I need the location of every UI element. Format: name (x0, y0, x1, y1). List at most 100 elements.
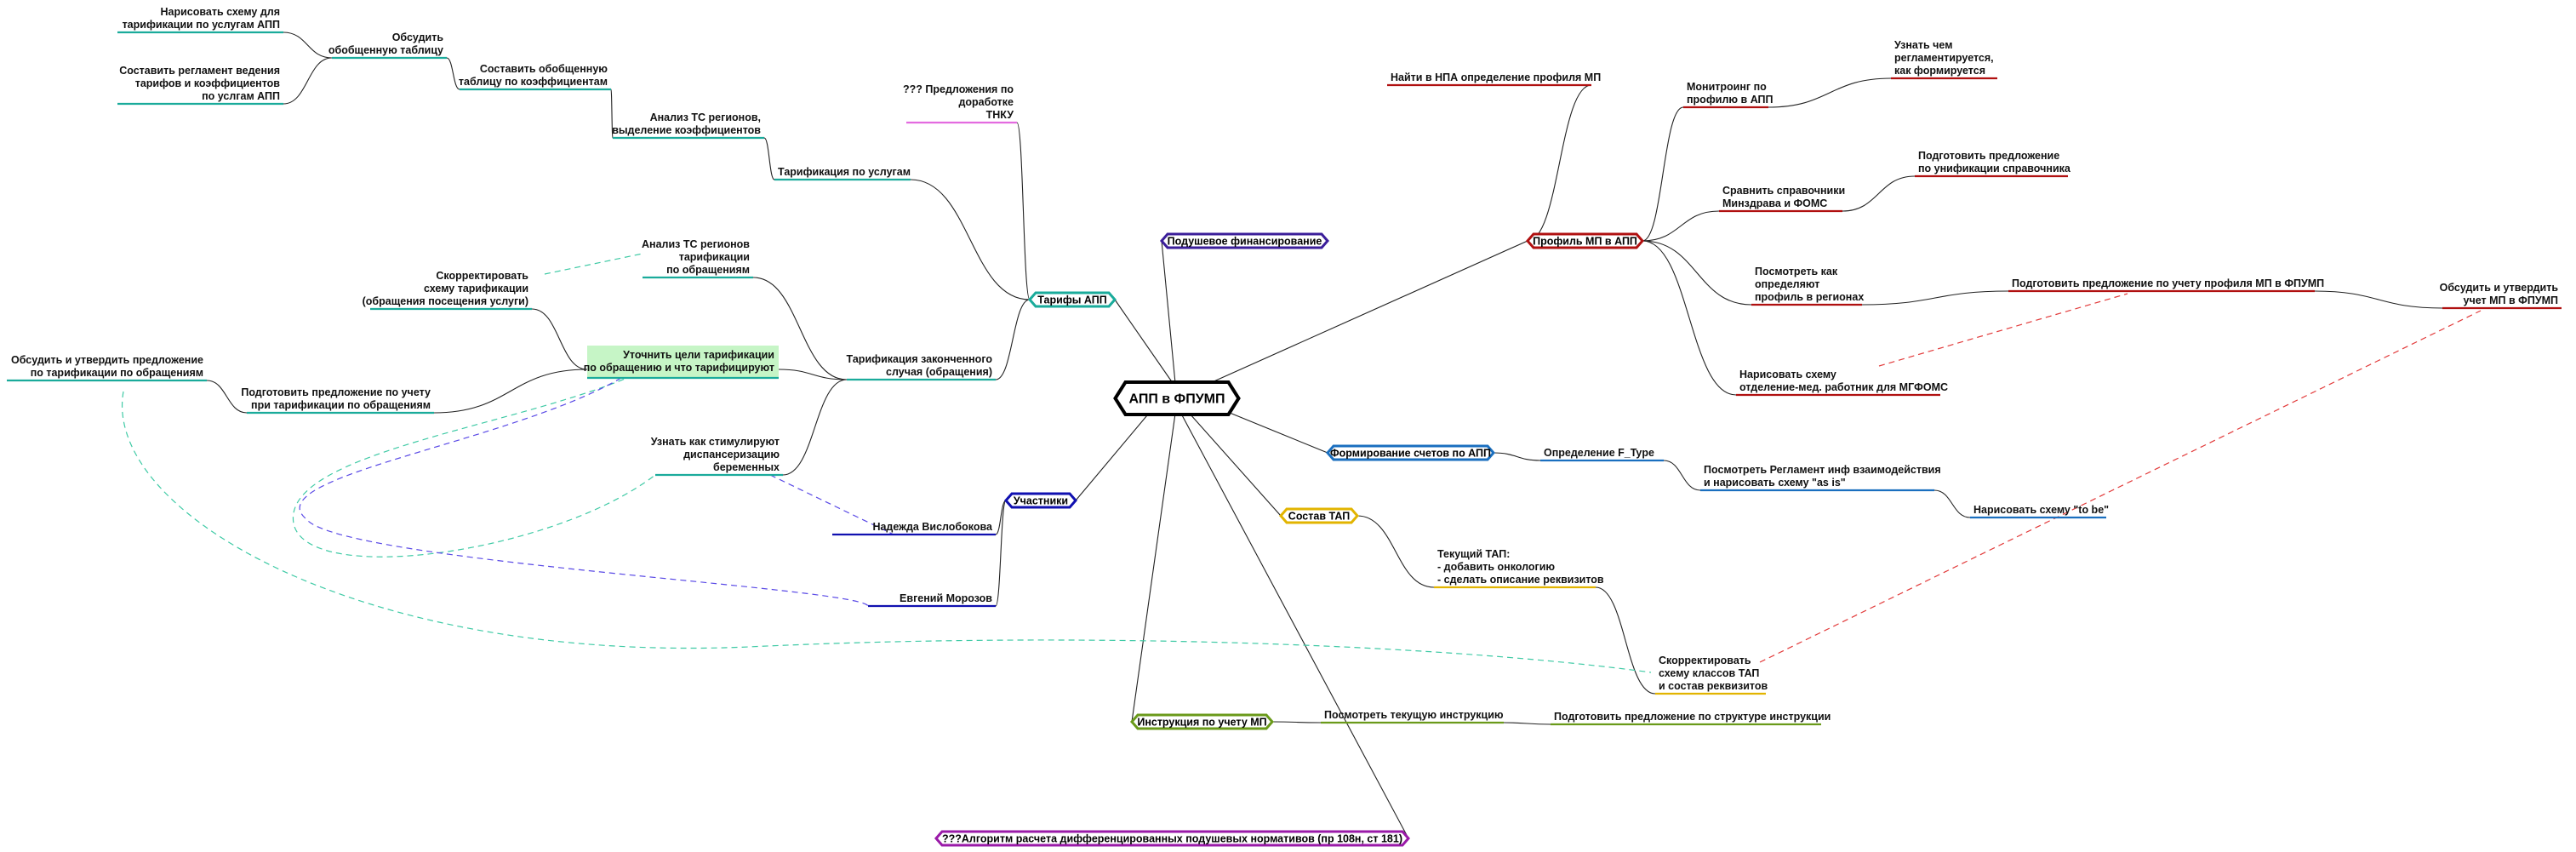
connector (1642, 106, 1684, 242)
node-label: по услгам АПП (202, 90, 280, 102)
node-label: при тарификации по обращениям (251, 399, 431, 411)
node-label: (обращения посещения услуги) (363, 295, 528, 307)
node-label: Обсудить (392, 31, 444, 43)
node-label: Скорректировать (1659, 655, 1751, 666)
root-shape (1113, 380, 1241, 416)
node-tekushiy-tap[interactable]: Текущий ТАП:- добавить онкологию- сделат… (1434, 548, 1604, 589)
connector (995, 299, 1031, 380)
node-label: - сделать описание реквизитов (1437, 574, 1604, 586)
branch-shape (1130, 713, 1274, 730)
branch-shape (1028, 291, 1117, 308)
connector (283, 31, 333, 59)
branch-label: Участники (1014, 495, 1068, 507)
connector (995, 500, 1007, 607)
node-label: Найти в НПА определение профиля МП (1391, 71, 1601, 83)
branch-label: Состав ТАП (1288, 511, 1350, 523)
node-nayti-npa[interactable]: Найти в НПА определение профиля МП (1387, 71, 1601, 87)
branch-instr[interactable]: Инструкция по учету МП (1130, 713, 1274, 730)
connector (1180, 413, 1409, 839)
node-label: Посмотреть Регламент инф взаимодействия (1704, 464, 1941, 476)
node-label: ТНКУ (986, 109, 1014, 121)
connector (1642, 240, 1752, 306)
root-node[interactable]: АПП в ФПУМП (1113, 380, 1241, 416)
connector (1663, 460, 1701, 491)
connector (1527, 84, 1592, 242)
node-label: Надежда Вислобокова (872, 521, 993, 533)
node-opredelenie-ftype[interactable]: Определение F_Type (1540, 447, 1664, 462)
node-label: Посмотреть как (1755, 266, 1838, 277)
node-label: Обсудить и утвердить (2440, 282, 2559, 294)
branch-podush[interactable]: Подушевое финансирование (1160, 232, 1329, 249)
node-label: по тарификации по обращениям (31, 367, 203, 379)
branch-tap[interactable]: Состав ТАП (1279, 507, 1359, 524)
node-label: тарификации (679, 251, 750, 263)
node-narisovat-tobe[interactable]: Нарисовать схему "to be" (1970, 504, 2109, 519)
node-label: Нарисовать схему (1739, 369, 1836, 380)
node-label: определяют (1755, 278, 1819, 290)
connector (1842, 175, 1916, 212)
node-label: Определение F_Type (1544, 447, 1654, 459)
node-label: как формируется (1894, 65, 1985, 77)
branch-label: Подушевое финансирование (1168, 236, 1322, 248)
connector (206, 380, 248, 414)
node-label: тарифов и коэффициентов (135, 77, 281, 89)
branch-algo[interactable]: ???Алгоритм расчета дифференцированных п… (934, 830, 1410, 847)
cross-link (769, 474, 894, 535)
node-label: Уточнить цели тарификации (623, 349, 774, 361)
node-posmotret-reglament[interactable]: Посмотреть Регламент инф взаимодействияи… (1700, 464, 1941, 492)
node-label: Подготовить предложение по учету (241, 386, 431, 398)
cross-link (121, 391, 1652, 673)
branch-profil[interactable]: Профиль МП в АПП (1526, 232, 1644, 249)
node-label: по обращению и что тарифицируют (584, 362, 774, 374)
node-label: Скорректировать (436, 270, 528, 282)
connector (1189, 413, 1282, 517)
node-podgot-predl-instr[interactable]: Подготовить предложение по структуре инс… (1551, 711, 1831, 726)
node-analiz-ts-koef[interactable]: Анализ ТС регионов,выделение коэффициент… (612, 112, 764, 140)
node-label: Сравнить справочники (1722, 185, 1845, 197)
node-label: диспансеризацию (683, 449, 780, 460)
node-posmotret-instr[interactable]: Посмотреть текущую инструкцию (1321, 709, 1504, 724)
connector (752, 277, 848, 380)
node-tarif-uslugi[interactable]: Тарификация по услугам (774, 166, 911, 181)
branch-shape (1160, 232, 1329, 249)
node-uznat-dispans[interactable]: Узнать как стимулируютдиспансеризациюбер… (651, 436, 783, 477)
branch-scheta[interactable]: Формирование счетов по АПП (1326, 444, 1495, 461)
cross-link (1759, 310, 2482, 663)
branch-label: Формирование счетов по АПП (1330, 448, 1491, 460)
branch-uchast[interactable]: Участники (1004, 492, 1077, 509)
branch-tarify[interactable]: Тарифы АПП (1028, 291, 1117, 308)
node-label: случая (обращения) (886, 366, 992, 378)
node-label: Нарисовать схему для (160, 6, 280, 18)
node-podgot-predl-profil[interactable]: Подготовить предложение по учету профиля… (2008, 277, 2324, 293)
node-nadezhda[interactable]: Надежда Вислобокова (832, 521, 996, 536)
node-evgeny[interactable]: Евгений Морозов (868, 592, 996, 608)
branch-label: ???Алгоритм расчета дифференцированных п… (942, 833, 1402, 845)
node-label: и состав реквизитов (1659, 680, 1768, 692)
connector (778, 369, 848, 380)
connector (910, 179, 1031, 300)
connector (1202, 240, 1528, 387)
node-label: схему классов ТАП (1659, 667, 1759, 679)
connector (1075, 409, 1152, 501)
